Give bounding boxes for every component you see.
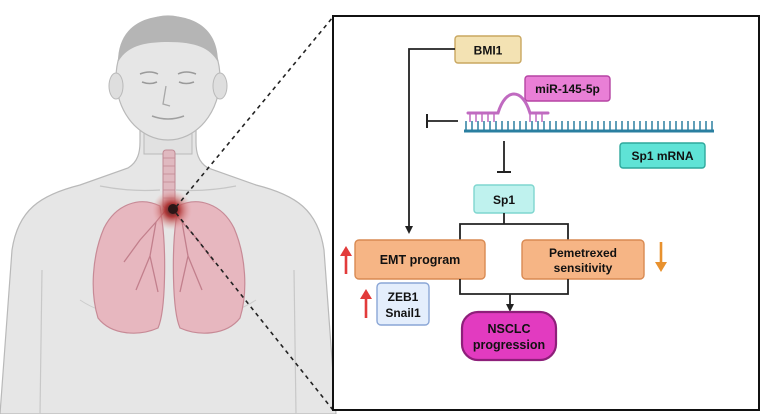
nsclc-label-line2: progression	[473, 338, 545, 352]
pemetrexed-label-line2: sensitivity	[554, 261, 613, 275]
bmi1-label: BMI1	[474, 44, 503, 58]
mirna-label: miR-145-5p	[535, 82, 600, 96]
zeb1-label: ZEB1	[388, 290, 419, 304]
emt-program-box	[354, 239, 486, 280]
mirna-strand-icon	[466, 92, 550, 122]
emt-program-label: EMT program	[380, 253, 461, 267]
mrna-inhibits-sp1-bar	[497, 141, 511, 173]
mirna-inhibits-bmi1-bar	[426, 114, 458, 128]
converge-bracket	[459, 279, 569, 295]
tumor-icon	[152, 190, 192, 230]
pemetrexed-sensitivity-box	[521, 239, 645, 280]
nsclc-progression-box	[460, 310, 558, 362]
sp1-mrna-box	[619, 142, 706, 169]
zoom-line-bottom	[175, 212, 334, 411]
sp1-bracket	[459, 223, 569, 240]
mirna-box	[524, 75, 611, 102]
emt-up-arrow-icon	[340, 246, 352, 274]
zoom-line-top	[175, 16, 334, 208]
mrna-strand-icon	[464, 121, 714, 133]
pemetrexed-label-line1: Pemetrexed	[549, 246, 617, 260]
zeb1-snail1-box	[376, 282, 430, 326]
lungs-icon	[92, 201, 246, 334]
zeb1-up-arrow-icon	[360, 289, 372, 318]
sp1-label: Sp1	[493, 193, 515, 207]
snail1-label: Snail1	[385, 306, 421, 320]
pemetrexed-down-arrow-icon	[655, 242, 667, 272]
human-torso-illustration	[0, 15, 337, 414]
bmi1-to-emt-arrow	[405, 48, 455, 234]
nsclc-label-line1: NSCLC	[487, 322, 530, 336]
sp1-mrna-label: Sp1 mRNA	[631, 149, 693, 163]
